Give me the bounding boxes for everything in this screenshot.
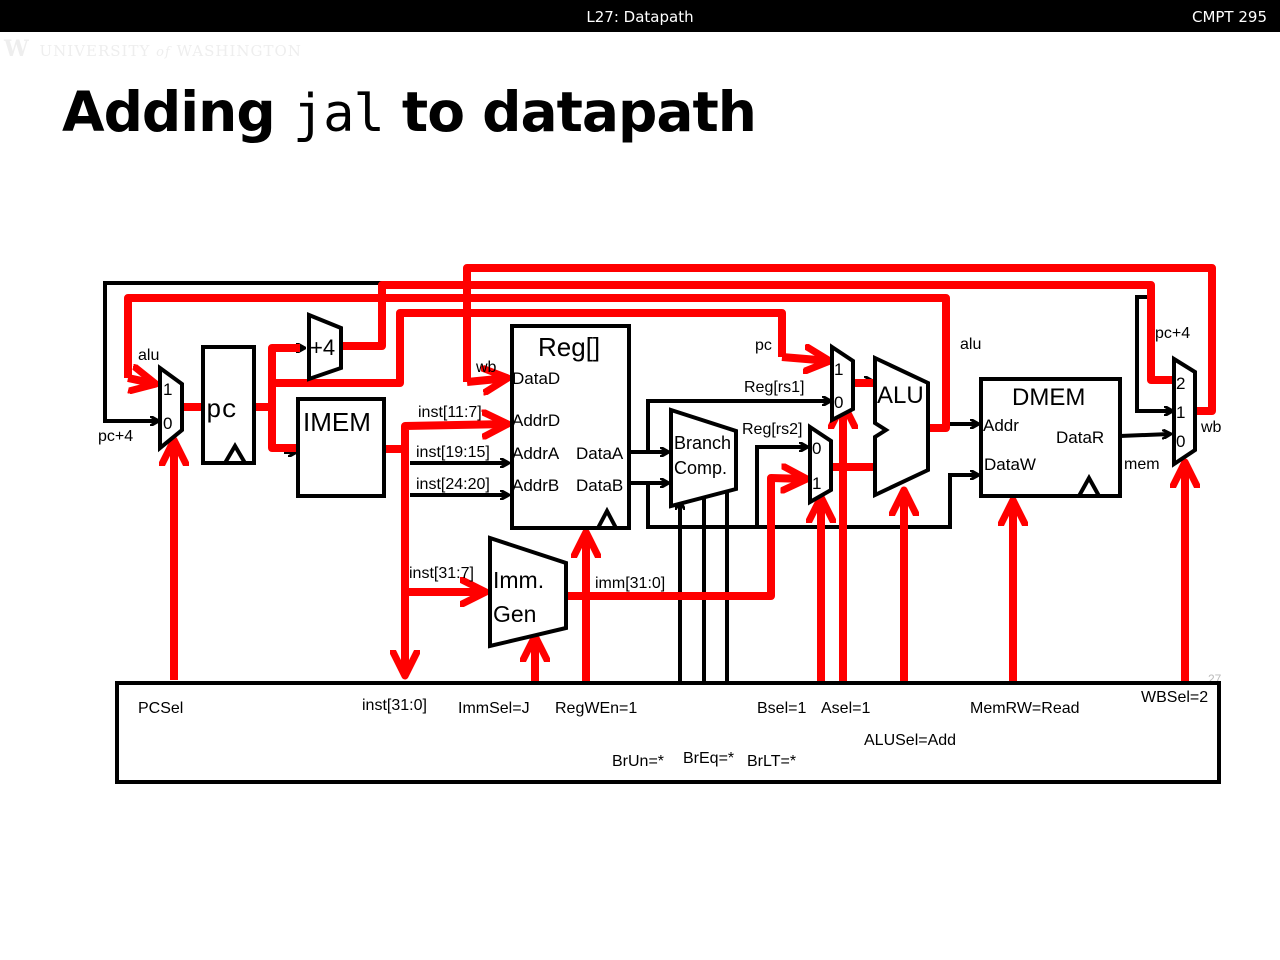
control-unit: PCSel inst[31:0] ImmSel=J RegWEn=1 BrUn=… — [115, 681, 1221, 784]
wire-pc-to-imem — [268, 407, 296, 452]
wire-datab-to-dataw — [646, 475, 978, 529]
port-addr: Addr — [983, 416, 1019, 435]
lecture-title: L27: Datapath — [586, 8, 694, 26]
ctrl-regwen: RegWEn=1 — [555, 700, 637, 717]
wire-datar-to-wbmux0 — [1119, 434, 1170, 436]
label-pc4-pcmux: pc+4 — [98, 428, 133, 445]
immgen-label-2: Gen — [493, 601, 536, 627]
label-pc4-wb: pc+4 — [1155, 325, 1190, 342]
clock-icon — [1077, 473, 1101, 497]
label-inst-24-20: inst[24:20] — [416, 476, 490, 493]
wbmux-in-1: 1 — [1176, 403, 1185, 422]
ctrl-brun: BrUn=* — [612, 753, 664, 770]
wb-mux: 2 1 0 — [1172, 355, 1197, 468]
title-suffix: to datapath — [383, 80, 757, 144]
ctrl-memrw: MemRW=Read — [970, 700, 1080, 717]
port-dataw: DataW — [984, 455, 1036, 474]
wire-rs2-to-bmux0 — [755, 447, 807, 527]
brcomp-label-1: Branch — [674, 433, 731, 453]
a-mux: 1 0 — [830, 343, 855, 424]
label-pc-amux: pc — [755, 337, 772, 354]
label-wb: wb — [475, 359, 497, 376]
wire-inst-11-7 — [385, 424, 508, 453]
slide-header-bar: L27: Datapath CMPT 295 — [0, 0, 1280, 32]
immgen-label-1: Imm. — [493, 567, 544, 593]
wire-alu-to-wbmux1 — [1135, 295, 1172, 411]
port-datad: DataD — [512, 369, 560, 388]
dmem-label: DMEM — [1012, 384, 1085, 411]
wire-pc-to-plus4 — [254, 344, 300, 411]
title-prefix: Adding — [62, 80, 293, 144]
alu-block: ALU — [873, 354, 930, 499]
ctrl-immsel: ImmSel=J — [458, 700, 530, 717]
port-datar: DataR — [1056, 428, 1104, 447]
b-mux: 0 1 — [808, 423, 833, 506]
ctrl-asel: Asel=1 — [821, 700, 870, 717]
port-addra: AddrA — [512, 444, 560, 463]
alu-label: ALU — [877, 382, 924, 409]
title-code: jal — [292, 84, 385, 144]
label-inst-19-15: inst[19:15] — [416, 444, 490, 461]
pc-mux: 1 0 — [158, 364, 184, 453]
bmux-in-1: 1 — [812, 474, 821, 493]
label-wb-out: wb — [1200, 419, 1222, 436]
clock-icon — [223, 442, 247, 465]
ctrl-bsel: Bsel=1 — [757, 700, 806, 717]
port-addrb: AddrB — [512, 476, 559, 495]
brcomp-label-2: Comp. — [674, 458, 727, 478]
ctrl-pcsel: PCSel — [138, 700, 183, 717]
uw-w-icon: W — [4, 36, 30, 62]
port-dataa: DataA — [576, 444, 624, 463]
port-datab: DataB — [576, 476, 623, 495]
active-wires — [124, 264, 1216, 722]
label-inst-11-7: inst[11:7] — [418, 404, 482, 421]
imem-label: IMEM — [303, 407, 371, 437]
reg-label: Reg[] — [538, 332, 600, 362]
port-addrd: AddrD — [512, 411, 560, 430]
pcmux-in-0: 0 — [163, 414, 172, 433]
branch-comparator: Branch Comp. — [669, 407, 738, 509]
imem-block: IMEM — [296, 397, 386, 498]
dmem-block: DMEM Addr DataW DataR — [979, 377, 1122, 498]
logo-text-of: of — [156, 45, 171, 60]
wire-plus4-to-wbmux2 — [343, 281, 1172, 384]
register-file: Reg[] DataD AddrD AddrA AddrB DataA Data… — [510, 324, 631, 530]
wire-wb-to-datad — [463, 264, 1216, 415]
pcmux-in-1: 1 — [163, 380, 172, 399]
label-inst-31-7: inst[31:7] — [409, 565, 474, 582]
wbmux-in-2: 2 — [1176, 374, 1185, 393]
logo-text-washington: WASHINGTON — [176, 42, 302, 60]
wire-alu-to-pcmux1 — [124, 294, 950, 432]
label-reg-rs1: Reg[rs1] — [744, 379, 804, 396]
label-alu-out: alu — [960, 336, 981, 353]
ctrl-inst: inst[31:0] — [362, 697, 427, 714]
plus4-adder: +4 — [307, 312, 343, 382]
slide-title: Adding jal to datapath — [62, 80, 757, 144]
wire-imm-to-bmux1 — [566, 478, 807, 600]
imm-gen: Imm. Gen — [488, 535, 568, 649]
clock-icon — [596, 506, 618, 529]
ctrl-brlt: BrLT=* — [747, 753, 796, 770]
label-alu-pcmux: alu — [138, 347, 159, 364]
label-mem: mem — [1124, 456, 1160, 473]
ctrl-wbsel: WBSel=2 — [1141, 689, 1208, 706]
label-imm: imm[31:0] — [595, 575, 665, 592]
bmux-in-0: 0 — [812, 439, 821, 458]
plus4-label: +4 — [310, 335, 335, 360]
pc-register: pc — [201, 345, 256, 465]
wbmux-in-0: 0 — [1176, 432, 1185, 451]
university-logo: W UNIVERSITY of WASHINGTON — [4, 36, 302, 62]
amux-in-1: 1 — [834, 360, 843, 379]
ctrl-breq: BrEq=* — [683, 750, 734, 767]
label-reg-rs2: Reg[rs2] — [742, 421, 802, 438]
course-code: CMPT 295 — [1191, 8, 1267, 26]
wire-rs1-to-amux0 — [628, 401, 830, 454]
ctrl-alusel: ALUSel=Add — [864, 732, 956, 749]
pc-label: pc — [206, 395, 237, 425]
wire-pc-to-amux1 — [272, 309, 786, 387]
logo-text-university: UNIVERSITY — [39, 42, 151, 60]
amux-in-0: 0 — [834, 393, 843, 412]
